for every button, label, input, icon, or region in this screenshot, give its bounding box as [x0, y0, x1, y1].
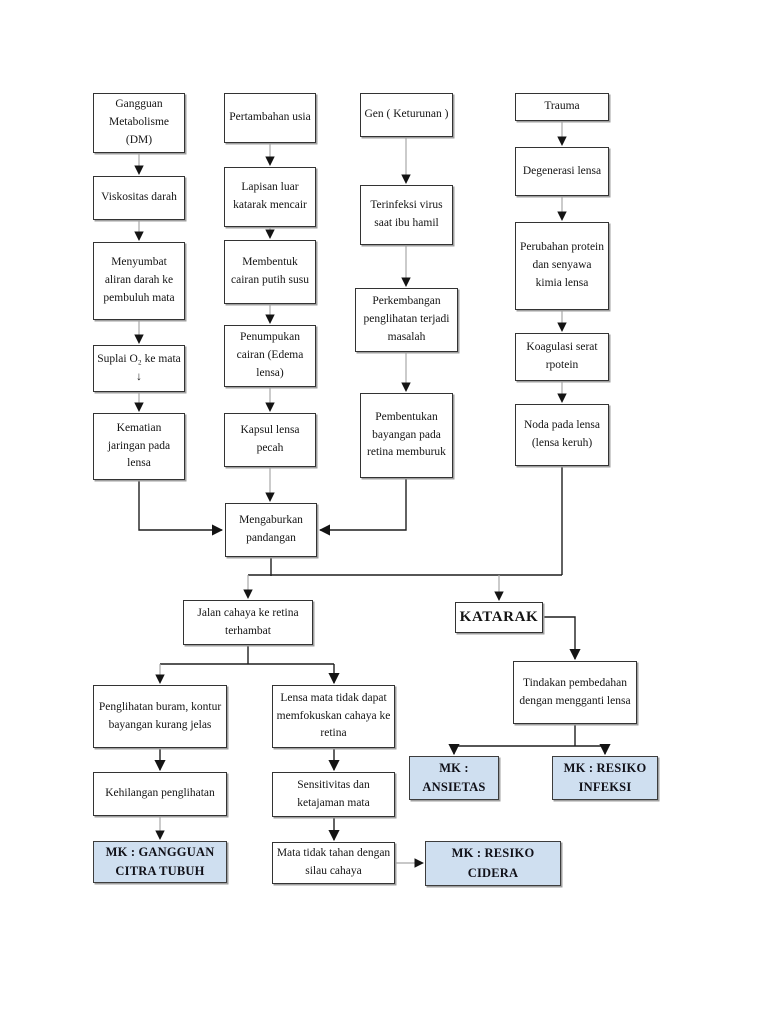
- node-tindakan-pembedahan: Tindakan pembedahan dengan mengganti len…: [513, 661, 637, 724]
- node-menyumbat-aliran: Menyumbat aliran darah ke pembuluh mata: [93, 242, 185, 320]
- node-noda-pada-lensa: Noda pada lensa (lensa keruh): [515, 404, 609, 466]
- node-lensa-mata-tidak: Lensa mata tidak dapat memfokuskan cahay…: [272, 685, 395, 748]
- node-suplai-o2: Suplai O₂ ke mata ↓: [93, 345, 185, 392]
- node-koagulasi-serat: Koagulasi serat rpotein: [515, 333, 609, 381]
- node-mata-tidak-tahan: Mata tidak tahan dengan silau cahaya: [272, 842, 395, 884]
- node-mk-resiko-infeksi: MK : RESIKO INFEKSI: [552, 756, 658, 800]
- node-penglihatan-buram: Penglihatan buram, kontur bayangan kuran…: [93, 685, 227, 748]
- node-mk-ansietas: MK : ANSIETAS: [409, 756, 499, 800]
- node-penumpukan-cairan: Penumpukan cairan (Edema lensa): [224, 325, 316, 387]
- node-kehilangan-penglihatan: Kehilangan penglihatan: [93, 772, 227, 816]
- node-viskositas-darah: Viskositas darah: [93, 176, 185, 220]
- node-katarak: KATARAK: [455, 602, 543, 633]
- node-degenerasi-lensa: Degenerasi lensa: [515, 147, 609, 196]
- node-pembentukan-bayangan: Pembentukan bayangan pada retina memburu…: [360, 393, 453, 478]
- node-gen-keturunan: Gen ( Keturunan ): [360, 93, 453, 137]
- node-mengaburkan-pandangan: Mengaburkan pandangan: [225, 503, 317, 557]
- node-trauma: Trauma: [515, 93, 609, 121]
- node-perubahan-protein: Perubahan protein dan senyawa kimia lens…: [515, 222, 609, 310]
- node-perkembangan-penglihatan: Perkembangan penglihatan terjadi masalah: [355, 288, 458, 352]
- node-mk-gangguan-citra-tubuh: MK : GANGGUAN CITRA TUBUH: [93, 841, 227, 883]
- node-membentuk-cairan: Membentuk cairan putih susu: [224, 240, 316, 304]
- node-mk-resiko-cidera: MK : RESIKO CIDERA: [425, 841, 561, 886]
- node-pertambahan-usia: Pertambahan usia: [224, 93, 316, 143]
- node-terinfeksi-virus: Terinfeksi virus saat ibu hamil: [360, 185, 453, 245]
- node-gangguan-metabolisme: Gangguan Metabolisme (DM): [93, 93, 185, 153]
- node-kematian-jaringan: Kematian jaringan pada lensa: [93, 413, 185, 480]
- node-sensitivitas: Sensitivitas dan ketajaman mata: [272, 772, 395, 817]
- node-jalan-cahaya: Jalan cahaya ke retina terhambat: [183, 600, 313, 645]
- node-kapsul-lensa: Kapsul lensa pecah: [224, 413, 316, 467]
- node-lapisan-luar: Lapisan luar katarak mencair: [224, 167, 316, 227]
